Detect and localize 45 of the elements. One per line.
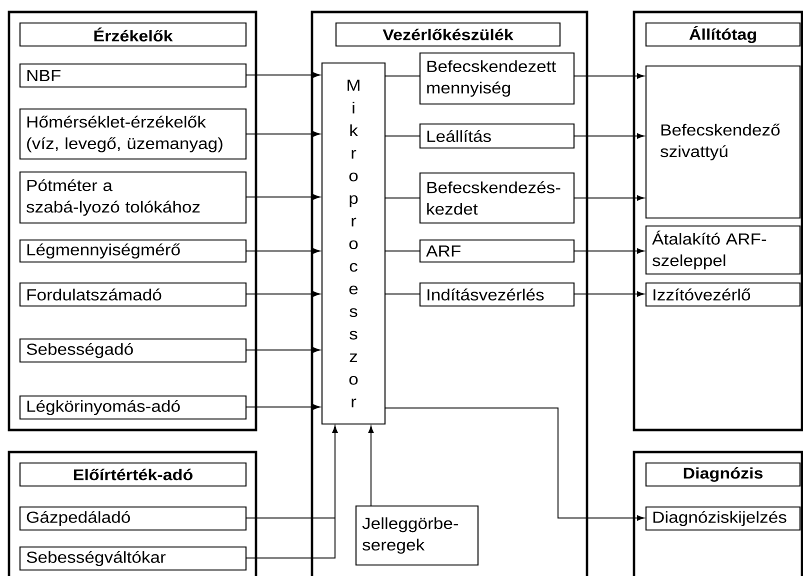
block-box: Fordulatszámadó <box>19 282 247 307</box>
heading-box: Előírtérték-adó <box>19 462 247 487</box>
block-box: Légmennyiségmérő <box>19 239 247 263</box>
group-frame <box>8 450 258 576</box>
heading-box: Érzékelők <box>19 22 247 47</box>
heading-box: Diagnózis <box>645 462 801 487</box>
group-frame <box>8 10 258 432</box>
block-box: Pótméter a szabá-lyozó tolókához <box>19 171 247 224</box>
heading-box: Vezérlőkészülék <box>335 22 561 47</box>
block-box: NBF <box>19 63 247 88</box>
arrow <box>246 291 320 297</box>
processor-box: Mikroprocesszor <box>321 62 386 425</box>
arrow <box>246 248 320 254</box>
arrow <box>246 131 320 137</box>
arrow <box>574 291 644 297</box>
block-box: Gázpedáladó <box>19 506 247 531</box>
block-box: Diagnóziskijelzés <box>645 506 801 531</box>
arrow <box>574 195 644 201</box>
group-frame <box>632 10 803 432</box>
block-box: Befecskendezés-kezdet <box>419 172 575 224</box>
arrow <box>246 404 320 410</box>
arrow <box>384 408 644 521</box>
block-box: Befecskendezett mennyiség <box>419 52 575 105</box>
arrow <box>246 347 320 353</box>
heading-box: Állítótag <box>645 22 801 47</box>
block-box: Légkörinyomás-adó <box>19 395 247 420</box>
block-box: Izzítóvezérlő <box>645 282 801 307</box>
group-frame <box>310 10 588 576</box>
arrow <box>574 133 644 139</box>
group-frame <box>632 450 803 576</box>
arrow <box>368 426 374 506</box>
block-box: ARF <box>419 239 575 263</box>
block-box: Átalakító ARF-szeleppel <box>645 225 801 275</box>
block-box: Leállítás <box>419 123 575 149</box>
arrow <box>246 72 320 78</box>
arrow <box>574 73 644 79</box>
block-box: Sebességadó <box>19 338 247 363</box>
arrow <box>574 248 644 254</box>
block-box: Sebességváltókar <box>19 546 247 571</box>
block-box: Jelleggörbe-seregek <box>355 505 479 566</box>
block-box: Indításvezérlés <box>419 282 575 307</box>
block-box: Befecskendező szivattyú <box>645 65 801 219</box>
arrow <box>246 194 320 200</box>
block-box: Hőmérséklet-érzékelők (víz, levegő, üzemanyag) <box>19 108 247 160</box>
arrow <box>246 426 338 558</box>
